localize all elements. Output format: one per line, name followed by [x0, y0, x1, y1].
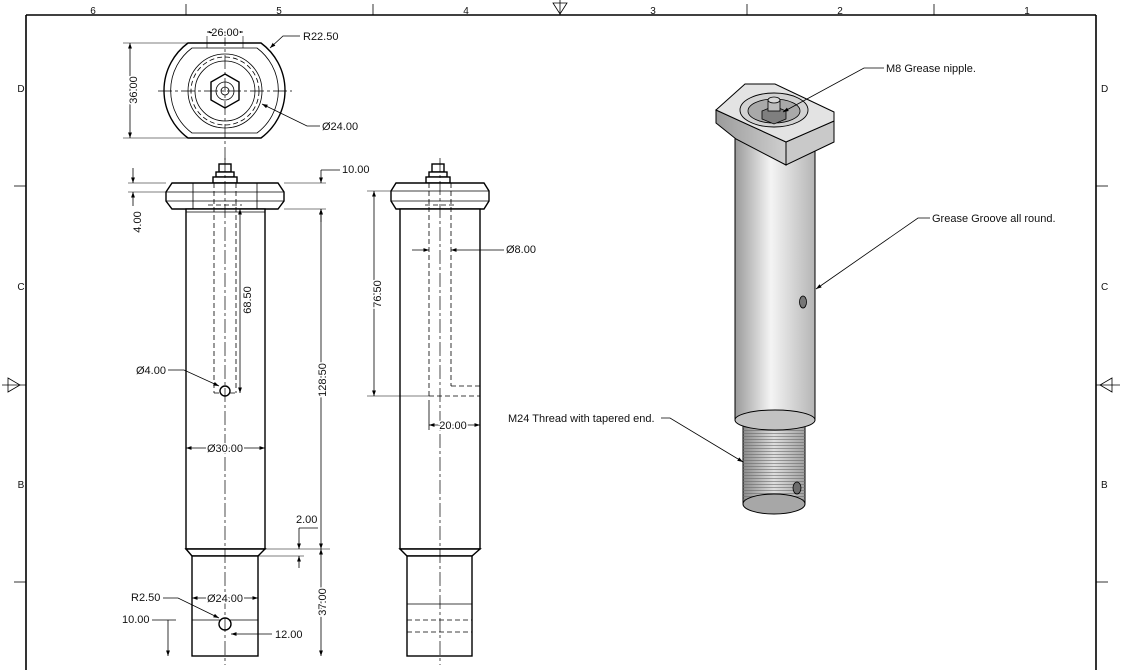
dim-top-bore: Ø24.00 — [322, 121, 358, 133]
zone-label-top: 1 — [1024, 6, 1030, 17]
dim-top-radius: R22.50 — [303, 31, 338, 43]
centre-mark-right — [1096, 377, 1120, 393]
zone-label-top: 6 — [90, 6, 96, 17]
dim-bore-width: 20.00 — [439, 420, 467, 432]
dim-body-dia: Ø30.00 — [207, 443, 243, 455]
top-view-dimensions: 26.00 36.00 R22.50 Ø24.00 — [123, 26, 358, 139]
dim-hidden-depth: 68.50 — [242, 286, 254, 314]
dim-hole-offset: 10.00 — [122, 614, 150, 626]
front-view-dimensions: 10.00 4.00 68.50 Ø4.00 Ø30.00 128.50 2.0… — [122, 164, 370, 656]
dim-shoulder: 2.00 — [296, 514, 317, 526]
centre-mark-top — [552, 0, 568, 15]
dim-bore-dia: Ø8.00 — [506, 244, 536, 256]
centre-mark-left — [2, 377, 26, 393]
zone-label-left: D — [17, 84, 24, 95]
top-view — [158, 32, 292, 160]
note-grease-groove: Grease Groove all round. — [932, 213, 1056, 225]
zone-label-left: C — [17, 282, 24, 293]
zone-label-right: D — [1101, 84, 1108, 95]
annotation-notes: M8 Grease nipple. Grease Groove all roun… — [508, 63, 1056, 463]
zone-label-right: C — [1101, 282, 1108, 293]
side-view — [390, 158, 490, 665]
side-view-dimensions: Ø8.00 76.50 20.00 — [367, 190, 536, 434]
dim-body-length: 128.50 — [317, 363, 329, 397]
note-thread: M24 Thread with tapered end. — [508, 413, 655, 425]
zone-label-top: 3 — [650, 6, 656, 17]
dim-top-height: 36.00 — [128, 76, 140, 104]
zone-label-top: 2 — [837, 6, 843, 17]
isometric-view — [715, 83, 835, 515]
dim-cross-hole: Ø4.00 — [136, 365, 166, 377]
zone-label-top: 5 — [276, 6, 282, 17]
zone-label-top: 4 — [463, 6, 469, 17]
zone-label-right: B — [1101, 480, 1108, 491]
dim-fillet: R2.50 — [131, 592, 160, 604]
dim-bore-depth: 76.50 — [372, 280, 384, 308]
dim-thread-length: 37.00 — [317, 588, 329, 616]
dim-nipple-offset: 4.00 — [132, 211, 144, 232]
front-view — [165, 158, 285, 665]
zone-label-left: B — [18, 480, 25, 491]
dim-top-width: 26.00 — [211, 27, 239, 39]
note-grease-nipple: M8 Grease nipple. — [886, 63, 976, 75]
dim-thread-dia: Ø24.00 — [207, 593, 243, 605]
sheet-frame: 6 5 4 3 2 1 D C B D C B — [2, 0, 1120, 670]
dim-hole-dist: 12.00 — [275, 629, 303, 641]
dim-flange-thickness: 10.00 — [342, 164, 370, 176]
